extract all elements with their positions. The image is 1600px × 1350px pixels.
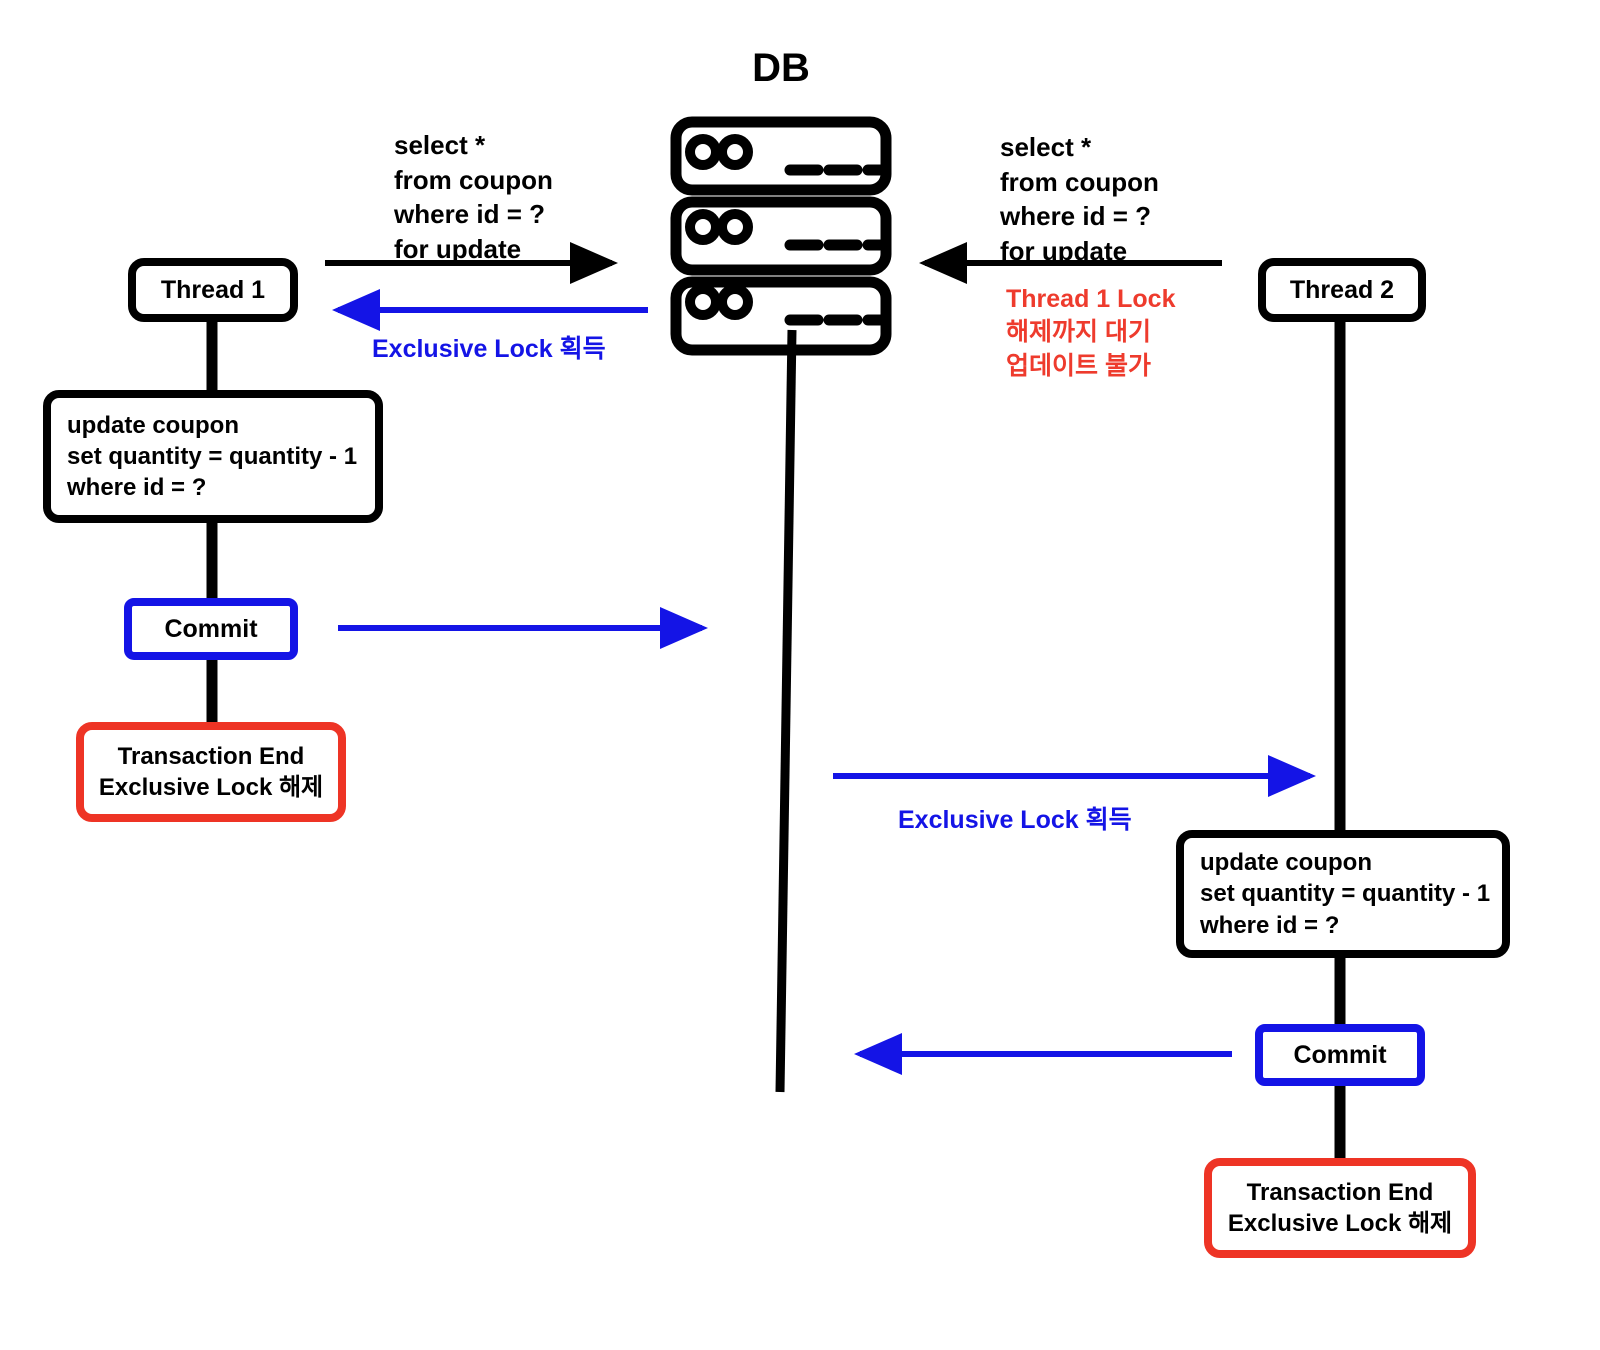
db-lifeline <box>775 329 797 1093</box>
thread2-node[interactable]: Thread 2 <box>1258 258 1426 322</box>
thread2-wait-notice-label: Thread 1 Lock 해제까지 대기 업데이트 불가 <box>1006 285 1176 380</box>
thread1-node[interactable]: Thread 1 <box>128 258 298 322</box>
thread2-commit-node[interactable]: Commit <box>1255 1024 1425 1086</box>
thread2-transaction-end-node[interactable]: Transaction End Exclusive Lock 해제 <box>1204 1158 1476 1258</box>
db-title: DB <box>752 46 810 90</box>
thread2-select-query-label: select * from coupon where id = ? for up… <box>1000 132 1159 266</box>
thread1-update-statement-node[interactable]: update coupon set quantity = quantity - … <box>43 390 383 523</box>
thread1-lock-acquired-label: Exclusive Lock 획득 <box>372 335 606 363</box>
thread1-commit-node[interactable]: Commit <box>124 598 298 660</box>
thread2-update-statement-node[interactable]: update coupon set quantity = quantity - … <box>1176 830 1510 958</box>
database-server-stack-icon <box>670 116 892 356</box>
thread1-transaction-end-node[interactable]: Transaction End Exclusive Lock 해제 <box>76 722 346 822</box>
thread1-select-query-label: select * from coupon where id = ? for up… <box>394 130 553 264</box>
thread2-lock-acquired-label: Exclusive Lock 획득 <box>898 806 1132 834</box>
